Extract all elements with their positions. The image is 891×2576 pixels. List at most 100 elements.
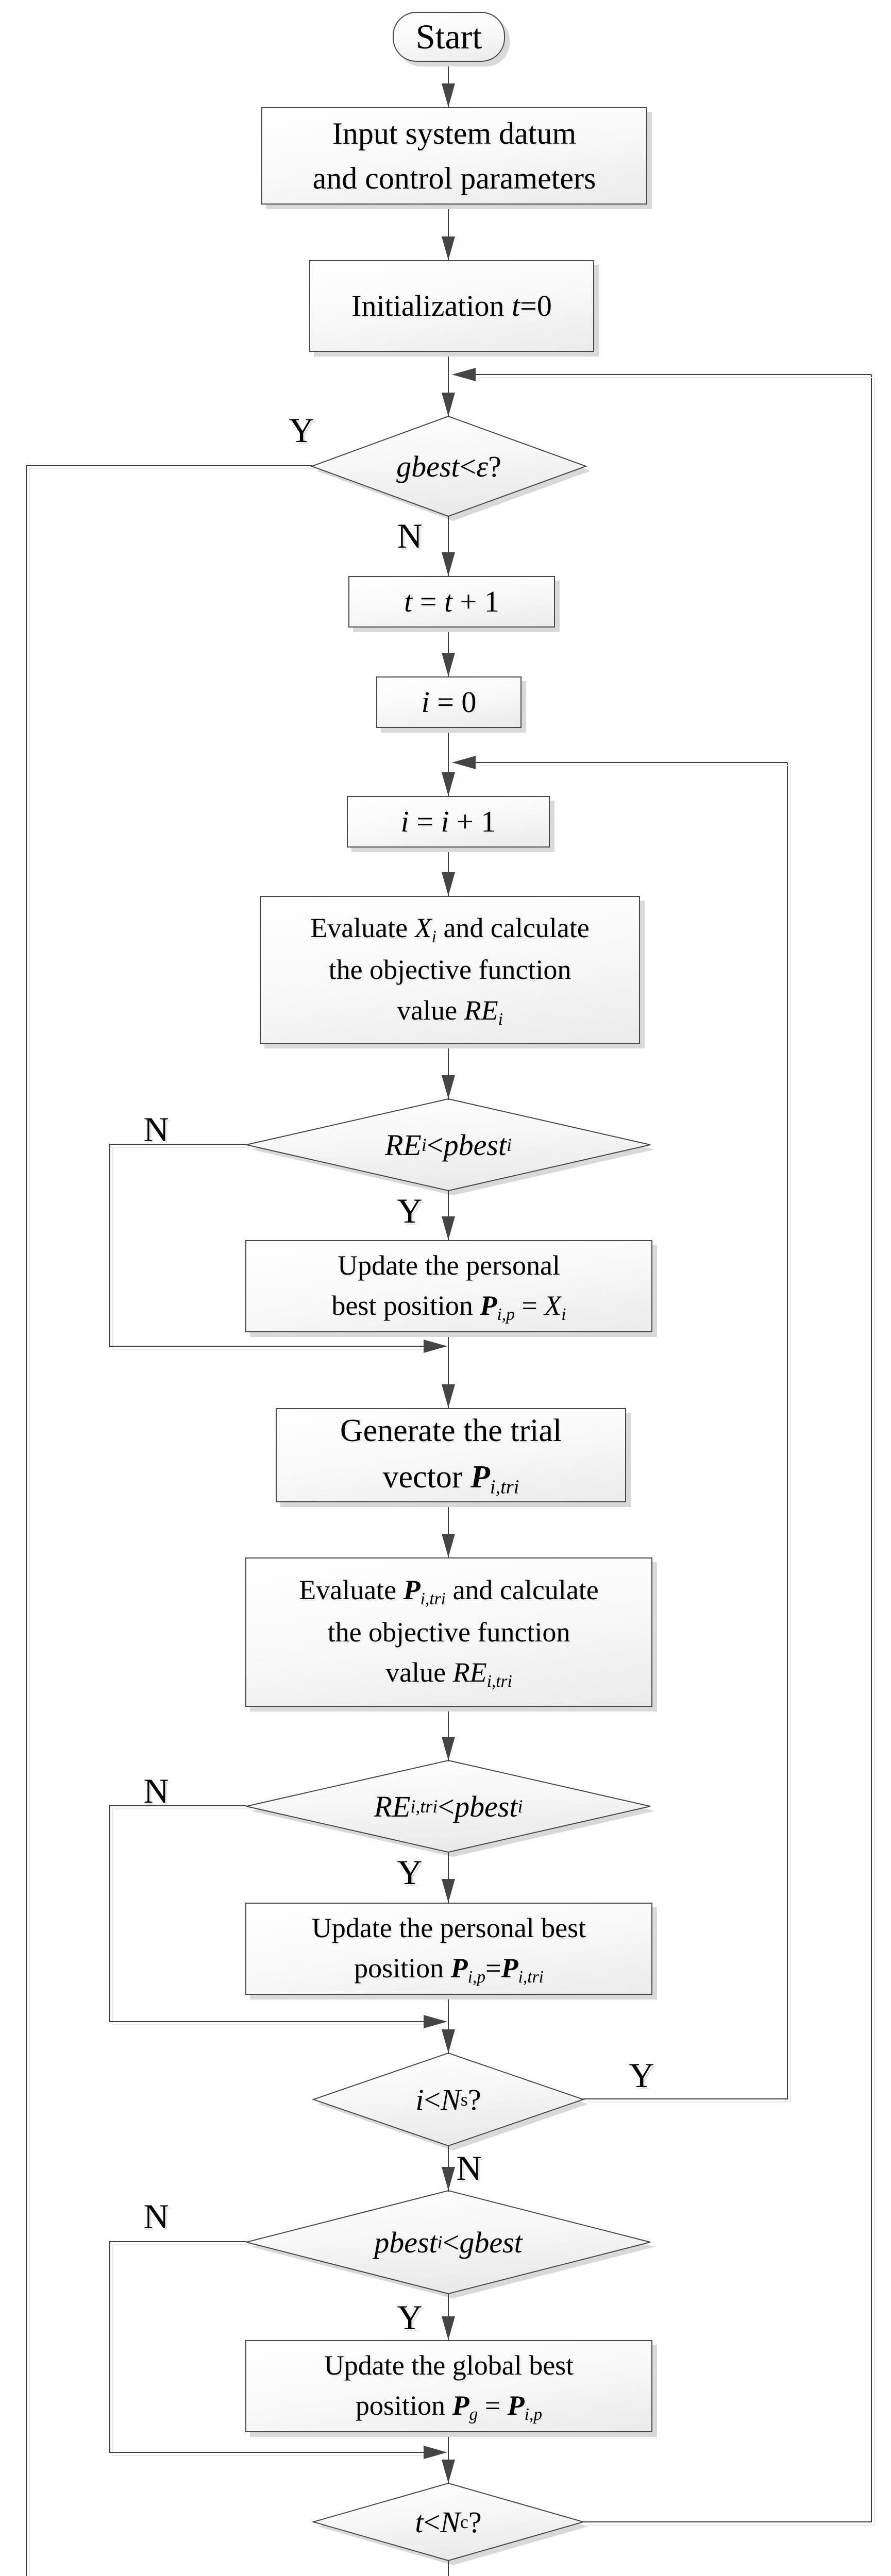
arrowhead-icon: [452, 368, 476, 381]
process-line: t = t + 1: [404, 584, 499, 618]
arrowhead-icon: [442, 236, 455, 260]
process-line: and control parameters: [312, 161, 596, 195]
arrowhead-icon: [442, 83, 455, 107]
flow-line: [448, 1044, 449, 1100]
flow-line: [448, 516, 449, 577]
flow-line: [448, 1502, 449, 1558]
flow-line-retri-no: [109, 1805, 110, 2022]
process-initialization: Initialization t=0: [309, 260, 594, 352]
flow-line: [448, 2561, 449, 2576]
arrowhead-icon: [424, 1340, 447, 1353]
flow-line-re-no: [109, 1346, 425, 1347]
flow-line-pbest-no: [109, 2241, 110, 2452]
flow-line-ins-yes: [583, 2098, 787, 2099]
flow-line: [448, 1332, 449, 1409]
flow-line: [448, 628, 449, 677]
process-line: value REi: [397, 994, 503, 1029]
process-line: Input system datum: [332, 116, 577, 150]
process-line: Update the global best: [324, 2349, 574, 2381]
arrowhead-icon: [442, 1879, 455, 1903]
process-evaluate-x: Evaluate Xi and calculate the objective …: [260, 896, 640, 1044]
process-update-global-best: Update the global best position Pg = Pi,…: [245, 2340, 652, 2432]
process-line: Generate the trial: [340, 1413, 562, 1449]
flow-line: [448, 352, 449, 417]
flow-line-tnc-yes: [476, 374, 871, 375]
process-line: i = 0: [421, 685, 477, 719]
flow-line-retri-no: [109, 1805, 246, 1806]
process-line: position Pi,p=Pi,tri: [354, 1952, 544, 1987]
process-line: position Pg = Pi,p: [355, 2389, 543, 2424]
flow-line: [448, 1995, 449, 2054]
branch-label-retri-no: N: [143, 1771, 169, 1810]
process-input-data: Input system datum and control parameter…: [261, 107, 647, 205]
arrowhead-icon: [442, 1534, 455, 1557]
process-line: best position Pi,p = Xi: [331, 1290, 566, 1324]
process-line: i = i + 1: [400, 804, 496, 838]
process-line: Evaluate Pi,tri and calculate: [299, 1574, 599, 1609]
branch-label-gbest-no: N: [397, 516, 423, 555]
arrowhead-icon: [442, 1737, 455, 1760]
arrowhead-icon: [442, 552, 455, 576]
process-generate-trial-vector: Generate the trial vector Pi,tri: [276, 1408, 626, 1502]
branch-label-ins-yes: Y: [629, 2055, 654, 2095]
arrowhead-icon: [442, 2316, 455, 2340]
branch-label-pbest-yes: Y: [397, 2297, 423, 2337]
process-line: the objective function: [327, 1616, 570, 1648]
arrowhead-icon: [442, 872, 455, 896]
flow-line-gbest-yes: [26, 465, 27, 2576]
process-line: Evaluate Xi and calculate: [310, 912, 590, 946]
process-update-personal-best-trial: Update the personal best position Pi,p=P…: [245, 1903, 652, 1995]
flow-line-gbest-yes: [26, 465, 312, 466]
flow-line: [448, 1707, 449, 1761]
branch-label-retri-yes: Y: [397, 1852, 423, 1892]
arrowhead-icon: [442, 2460, 455, 2483]
process-line: the objective function: [328, 954, 571, 986]
arrowhead-icon: [442, 653, 455, 676]
branch-label-ins-no: N: [456, 2148, 482, 2188]
flow-line: [448, 205, 449, 262]
flow-line: [448, 2432, 449, 2484]
start-label: Start: [415, 17, 482, 57]
arrowhead-icon: [442, 772, 455, 796]
process-line: Update the personal: [338, 1249, 560, 1281]
process-evaluate-trial: Evaluate Pi,tri and calculate the object…: [245, 1557, 652, 1707]
arrowhead-icon: [442, 1216, 455, 1240]
process-i-zero: i = 0: [376, 676, 522, 728]
flow-line-tnc-yes: [871, 375, 872, 2522]
branch-label-re-no: N: [143, 1109, 169, 1149]
flow-line-retri-no: [109, 2021, 425, 2022]
branch-label-gbest-yes: Y: [289, 410, 314, 450]
flow-line-re-no: [109, 1144, 246, 1145]
flow-line: [448, 728, 449, 797]
arrowhead-icon: [442, 2167, 455, 2191]
process-line: value REi,tri: [385, 1657, 512, 1691]
process-line: Initialization t=0: [351, 289, 552, 323]
process-line: Update the personal best: [311, 1912, 586, 1943]
process-update-personal-best: Update the personal best position Pi,p =…: [245, 1240, 652, 1332]
flow-line-pbest-no: [109, 2452, 425, 2453]
arrowhead-icon: [424, 2015, 447, 2028]
flow-line-ins-yes: [787, 762, 788, 2099]
flow-line-tnc-yes: [583, 2521, 871, 2522]
flow-line: [448, 1852, 449, 1904]
flow-line-pbest-no: [109, 2241, 246, 2242]
decision-gbest-label: gbest < ε ?: [396, 449, 501, 483]
flow-line: [448, 1191, 449, 1241]
branch-label-re-yes: Y: [397, 1191, 423, 1230]
flow-line-re-no: [109, 1144, 110, 1346]
branch-label-pbest-no: N: [143, 2196, 169, 2236]
start-terminator: Start: [393, 12, 505, 62]
process-t-increment: t = t + 1: [348, 576, 555, 628]
arrowhead-icon: [442, 1384, 455, 1408]
arrowhead-icon: [442, 2029, 455, 2053]
arrowhead-icon: [442, 1075, 455, 1099]
process-i-increment: i = i + 1: [347, 796, 550, 848]
arrowhead-icon: [424, 2446, 447, 2459]
flow-line-ins-yes: [476, 762, 787, 763]
